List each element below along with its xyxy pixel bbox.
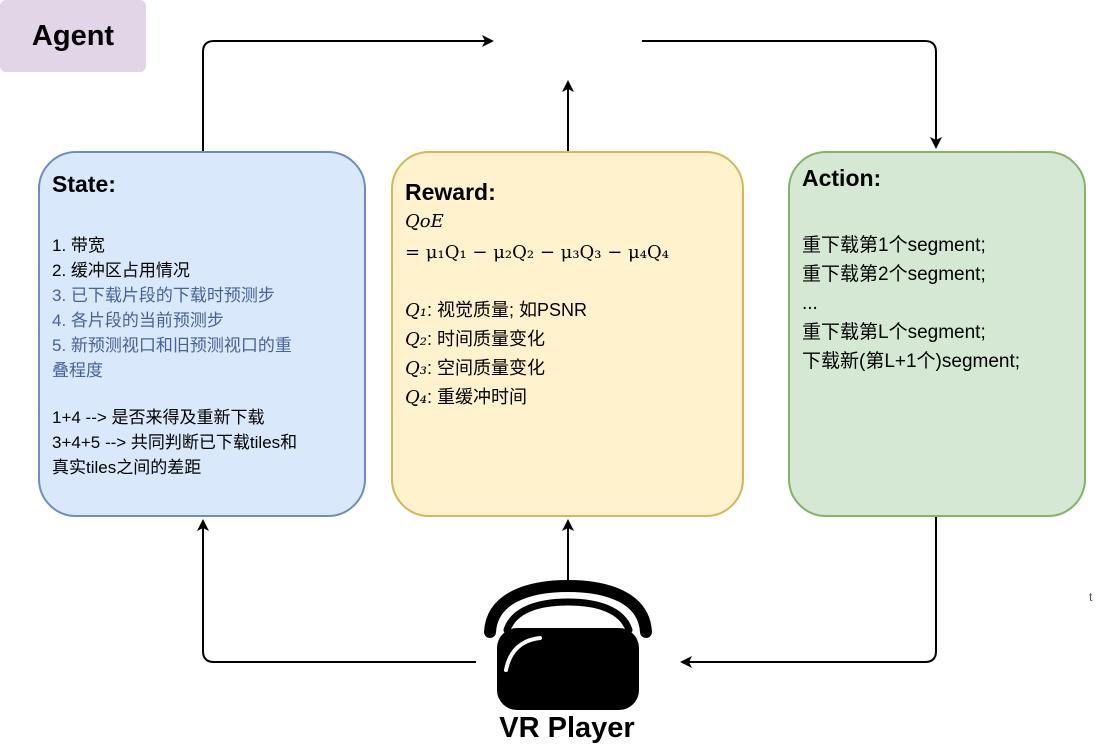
term-desc: : 时间质量变化: [426, 329, 545, 349]
state-note: 3+4+5 --> 共同判断已下载tiles和: [52, 433, 298, 452]
arrow-action-to-player: [680, 517, 937, 668]
term-desc: : 重缓冲时间: [426, 387, 527, 407]
term-symbol: Q₄: [405, 387, 427, 408]
state-title: State:: [52, 171, 116, 197]
action-item: 下载新(第L+1个)segment;: [802, 351, 1021, 372]
term-symbol: Q₁: [405, 300, 427, 321]
reward-title: Reward:: [405, 179, 496, 205]
action-item: 重下载第1个segment;: [802, 235, 986, 256]
reward-term: Q₂: 时间质量变化: [405, 325, 545, 351]
agent-node: Agent: [0, 0, 146, 72]
state-item: 叠程度: [52, 361, 103, 380]
edge-mark: t: [1089, 590, 1093, 604]
reward-term: Q₁: 视觉质量; 如PSNR: [405, 296, 587, 322]
action-node: Action: 重下载第1个segment; 重下载第2个segment; ..…: [788, 151, 1086, 517]
arrow-agent-to-action: [642, 40, 942, 149]
action-title: Action:: [802, 165, 882, 191]
term-symbol: Q₃: [405, 358, 427, 379]
vr-headset-icon: [484, 579, 652, 710]
state-note: 真实tiles之间的差距: [52, 458, 202, 477]
action-item: 重下载第L个segment;: [802, 322, 986, 343]
state-item: 1. 带宽: [52, 236, 105, 255]
reward-term: Q₄: 重缓冲时间: [405, 383, 527, 409]
term-desc: : 视觉质量; 如PSNR: [426, 300, 587, 320]
state-item: 5. 新预测视口和旧预测视口的重: [52, 336, 292, 355]
agent-label: Agent: [31, 19, 115, 52]
state-item: 4. 各片段的当前预测步: [52, 311, 224, 330]
qoe-formula: = μ₁Q₁ − μ₂Q₂ − μ₃Q₃ − μ₄Q₄: [405, 242, 669, 263]
term-symbol: Q₂: [405, 329, 427, 350]
action-item: ...: [802, 293, 818, 314]
player-label: VR Player: [499, 712, 635, 744]
arrow-player-to-state: [197, 519, 476, 663]
arrow-state-to-agent: [202, 35, 494, 151]
state-item: 3. 已下载片段的下载时预测步: [52, 286, 275, 305]
state-note: 1+4 --> 是否来得及重新下载: [52, 408, 265, 427]
action-item: 重下载第2个segment;: [802, 264, 986, 285]
state-item: 2. 缓冲区占用情况: [52, 261, 190, 280]
reward-node: Reward: QoE = μ₁Q₁ − μ₂Q₂ − μ₃Q₃ − μ₄Q₄ …: [391, 151, 744, 517]
reward-term: Q₃: 空间质量变化: [405, 354, 545, 380]
state-node: State: 1. 带宽 2. 缓冲区占用情况 3. 已下载片段的下载时预测步 …: [38, 151, 366, 517]
qoe-symbol: QoE: [405, 211, 444, 232]
term-desc: : 空间质量变化: [426, 358, 545, 378]
